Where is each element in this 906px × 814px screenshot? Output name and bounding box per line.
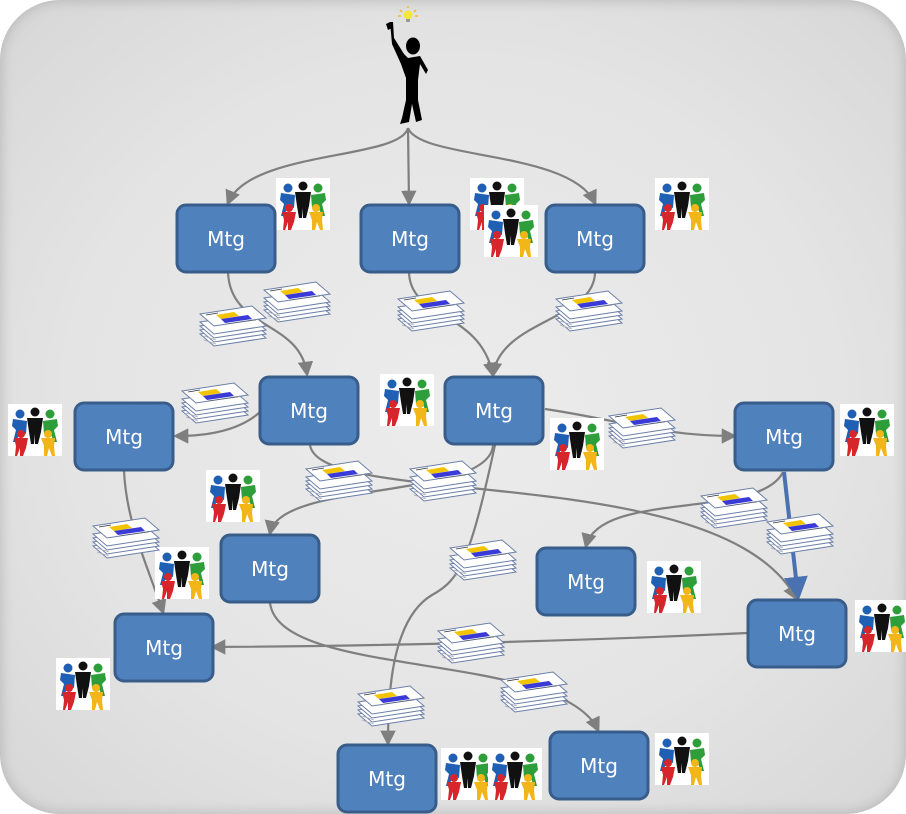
document-stack-icon: [437, 622, 505, 664]
meeting-node: Mtg: [548, 730, 650, 801]
svg-text:Mtg: Mtg: [145, 636, 183, 660]
arrow-mtg-1-to-mtg-4: [226, 271, 314, 378]
svg-text:Mtg: Mtg: [105, 425, 143, 449]
document-stack-icon: [357, 685, 425, 727]
meeting-node: Mtg: [746, 598, 848, 669]
team-circle-icon: [488, 748, 542, 800]
team-circle-icon: [647, 561, 701, 613]
svg-text:Mtg: Mtg: [391, 227, 429, 251]
arrow-origin-to-mtg-3: [406, 127, 597, 206]
arrow-origin-to-mtg-2: [401, 127, 417, 207]
team-circle-icon: [550, 418, 604, 470]
document-stack-icon: [555, 290, 623, 332]
team-circle-icon: [155, 547, 209, 599]
arrow-mtg-7-to-mtg-9: [581, 471, 784, 549]
meeting-node: Mtg: [258, 375, 360, 446]
meeting-node: Mtg: [73, 401, 175, 472]
svg-text:Mtg: Mtg: [765, 425, 803, 449]
svg-text:Mtg: Mtg: [580, 754, 618, 778]
team-circle-icon: [655, 733, 709, 785]
svg-text:Mtg: Mtg: [778, 622, 816, 646]
svg-text:Mtg: Mtg: [576, 227, 614, 251]
svg-text:Mtg: Mtg: [567, 570, 605, 594]
team-circle-icon: [56, 658, 110, 710]
meeting-node: Mtg: [535, 546, 637, 617]
arrow-mtg-8-to-mtg-13: [268, 602, 600, 733]
team-circle-icon: [655, 178, 709, 230]
meeting-node: Mtg: [443, 375, 545, 446]
person-with-lightbulb-icon: [386, 6, 428, 124]
arrow-mtg-4-to-mtg-6: [172, 411, 261, 444]
document-stack-icon: [766, 513, 834, 555]
meeting-node: Mtg: [544, 203, 646, 274]
svg-text:Mtg: Mtg: [475, 399, 513, 423]
team-circle-icon: [8, 404, 62, 456]
document-stack-icon: [500, 671, 568, 713]
svg-text:Mtg: Mtg: [251, 557, 289, 581]
document-stack-icon: [409, 460, 477, 502]
team-circle-icon: [380, 374, 434, 426]
document-stack-icon: [92, 517, 160, 559]
team-circle-icon: [840, 404, 894, 456]
document-stack-icon: [397, 290, 465, 332]
team-circle-icon: [276, 178, 330, 230]
document-stack-icon: [199, 305, 267, 347]
arrow-mtg-3-to-mtg-5: [486, 271, 597, 379]
meeting-node: Mtg: [336, 743, 438, 814]
document-stack-icon: [608, 407, 676, 449]
arrow-origin-to-mtg-1: [225, 127, 410, 206]
svg-text:Mtg: Mtg: [207, 227, 245, 251]
meeting-node: Mtg: [219, 533, 321, 604]
document-stack-icon: [305, 460, 373, 502]
team-circle-icon: [206, 470, 260, 522]
svg-text:Mtg: Mtg: [290, 399, 328, 423]
meeting-node: Mtg: [733, 401, 835, 472]
document-stack-icon: [449, 539, 517, 581]
document-stack-icon: [700, 487, 768, 529]
document-stack-icon: [263, 281, 331, 323]
team-circle-icon: [441, 748, 495, 800]
meeting-node: Mtg: [113, 612, 215, 683]
meeting-node: Mtg: [359, 203, 461, 274]
team-circle-icon: [484, 205, 538, 257]
arrow-mtg-5-to-mtg-8: [264, 444, 495, 537]
svg-text:Mtg: Mtg: [368, 767, 406, 791]
team-circle-icon: [855, 600, 906, 652]
document-stack-icon: [181, 382, 249, 424]
meeting-node: Mtg: [175, 203, 277, 274]
